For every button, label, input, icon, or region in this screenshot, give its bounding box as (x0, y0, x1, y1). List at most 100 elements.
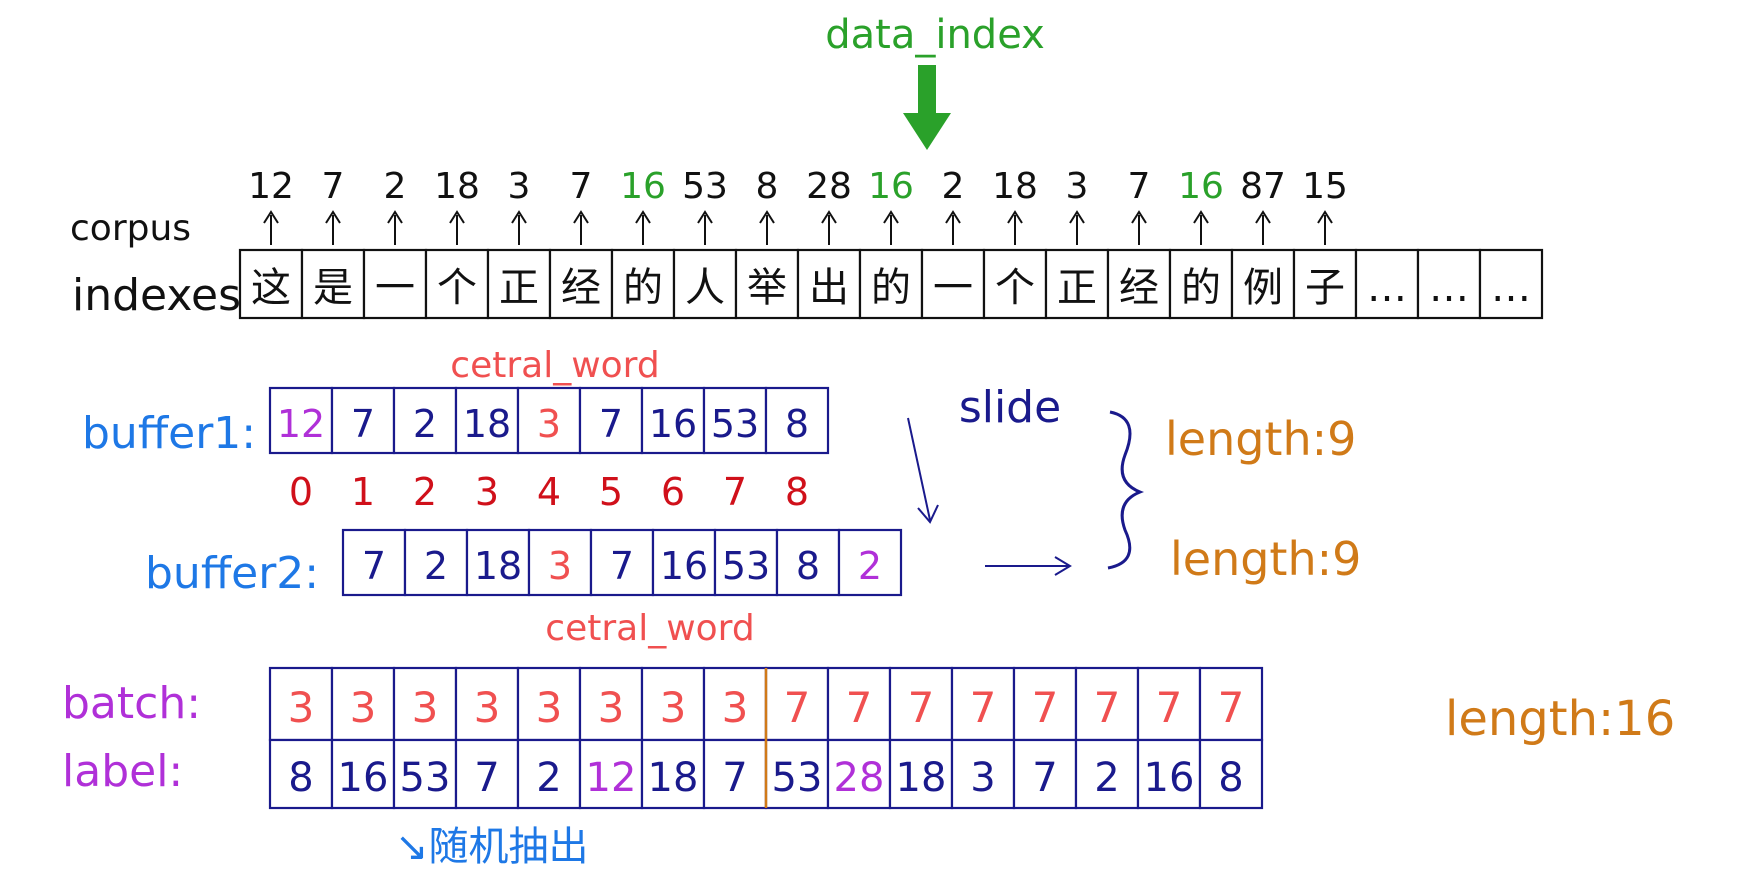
corpus-word: 这 (251, 265, 291, 311)
batch-value: 7 (908, 683, 935, 732)
corpus-word: 人 (685, 265, 725, 311)
corpus-index-value: 15 (1302, 166, 1348, 207)
buffer1-value: 16 (649, 402, 697, 446)
label-value: 2 (536, 755, 561, 801)
down-arrow-icon (903, 65, 951, 150)
batch-value: 3 (474, 683, 501, 732)
batch-label: batch: (62, 678, 201, 729)
label-label: label: (62, 746, 183, 797)
buffer1-cell (764, 386, 830, 455)
buffer2-cell (403, 528, 469, 597)
batch-value: 7 (970, 683, 997, 732)
batch-value: 7 (846, 683, 873, 732)
up-arrow-icon (883, 210, 899, 245)
up-arrow-icon (821, 210, 837, 245)
batch-value: 7 (1032, 683, 1059, 732)
corpus-index-value: 2 (384, 166, 407, 207)
corpus-index-value: 16 (868, 166, 914, 207)
buffer1-position: 7 (723, 470, 747, 514)
up-arrow-icon (387, 210, 403, 245)
batch-value: 7 (1156, 683, 1183, 732)
batch-value: 7 (784, 683, 811, 732)
batch-value: 7 (1094, 683, 1121, 732)
corpus-word: 例 (1243, 265, 1283, 311)
corpus-word: 经 (561, 265, 601, 311)
corpus-word: 正 (499, 265, 539, 311)
curly-brace-icon (1107, 410, 1145, 570)
corpus-word: 的 (1181, 265, 1221, 311)
batch-cell (826, 666, 892, 742)
corpus-index-value: 87 (1240, 166, 1286, 207)
buffer1-position: 5 (599, 470, 623, 514)
buffer2-value: 2 (858, 544, 882, 588)
label-value: 2 (1094, 755, 1119, 801)
up-arrow-icon (1193, 210, 1209, 245)
corpus-index-value: 16 (1178, 166, 1224, 207)
corpus-words-row: 这是一个正经的人举出的一个正经的例子……… (238, 248, 1544, 320)
corpus-word: 一 (933, 265, 973, 311)
slide-label: slide (959, 382, 1061, 433)
buffer2-value: 3 (548, 544, 572, 588)
buffer2-value: 18 (474, 544, 522, 588)
buffer1-position: 0 (289, 470, 313, 514)
corpus-index-value: 3 (1066, 166, 1089, 207)
up-arrow-icon (759, 210, 775, 245)
label-cell (1074, 738, 1140, 810)
batch-value: 3 (660, 683, 687, 732)
corpus-word-cell (1230, 248, 1296, 320)
buffer2-value: 7 (610, 544, 634, 588)
corpus-word-cell (1416, 248, 1482, 320)
corpus-word-cell (300, 248, 366, 320)
label-cell (1012, 738, 1078, 810)
label-cell (764, 738, 830, 810)
buffer2-value: 16 (660, 544, 708, 588)
corpus-index-value: 53 (682, 166, 728, 207)
corpus-word: 正 (1057, 265, 1097, 311)
buffer1-value: 12 (277, 402, 325, 446)
corpus-word: 经 (1119, 265, 1159, 311)
buffer2-value: 2 (424, 544, 448, 588)
corpus-index-value: 7 (1128, 166, 1151, 207)
corpus-index-value: 7 (570, 166, 593, 207)
batch-cell (1012, 666, 1078, 742)
buffer1-central-word-label: cetral_word (450, 345, 659, 386)
up-arrow-icon (325, 210, 341, 245)
corpus-word-cell (1292, 248, 1358, 320)
buffer1-length: length:9 (1165, 412, 1356, 466)
label-value: 7 (1032, 755, 1057, 801)
indexes-label: indexes: (72, 270, 256, 321)
corpus-index-value: 18 (434, 166, 480, 207)
label-value: 53 (772, 755, 823, 801)
corpus-index-value: 2 (942, 166, 965, 207)
buffer1-cell (578, 386, 644, 455)
batch-cell (268, 666, 334, 742)
corpus-word: 子 (1305, 265, 1345, 311)
corpus-word: 举 (747, 265, 787, 311)
right-arrow-icon (985, 556, 1072, 576)
up-arrow-icon (573, 210, 589, 245)
corpus-index-value: 18 (992, 166, 1038, 207)
label-value: 53 (400, 755, 451, 801)
corpus-word: … (1367, 265, 1407, 311)
label-value: 12 (586, 755, 637, 801)
corpus-word-cell (548, 248, 614, 320)
up-arrow-icon (1255, 210, 1271, 245)
label-value: 16 (1144, 755, 1195, 801)
up-arrow-icon (1317, 210, 1333, 245)
up-arrow-icon (263, 210, 279, 245)
up-arrow-icon (1131, 210, 1147, 245)
batch-length: length:16 (1445, 691, 1675, 747)
corpus-word: 是 (313, 265, 353, 311)
label-cell (454, 738, 520, 810)
up-arrow-icon (1069, 210, 1085, 245)
buffer2-cell (589, 528, 655, 597)
buffer1-position: 2 (413, 470, 437, 514)
corpus-word: 的 (871, 265, 911, 311)
batch-cell (1198, 666, 1264, 742)
corpus-word: 的 (623, 265, 663, 311)
buffer1-position: 3 (475, 470, 499, 514)
label-value: 3 (970, 755, 995, 801)
corpus-word-cell (796, 248, 862, 320)
